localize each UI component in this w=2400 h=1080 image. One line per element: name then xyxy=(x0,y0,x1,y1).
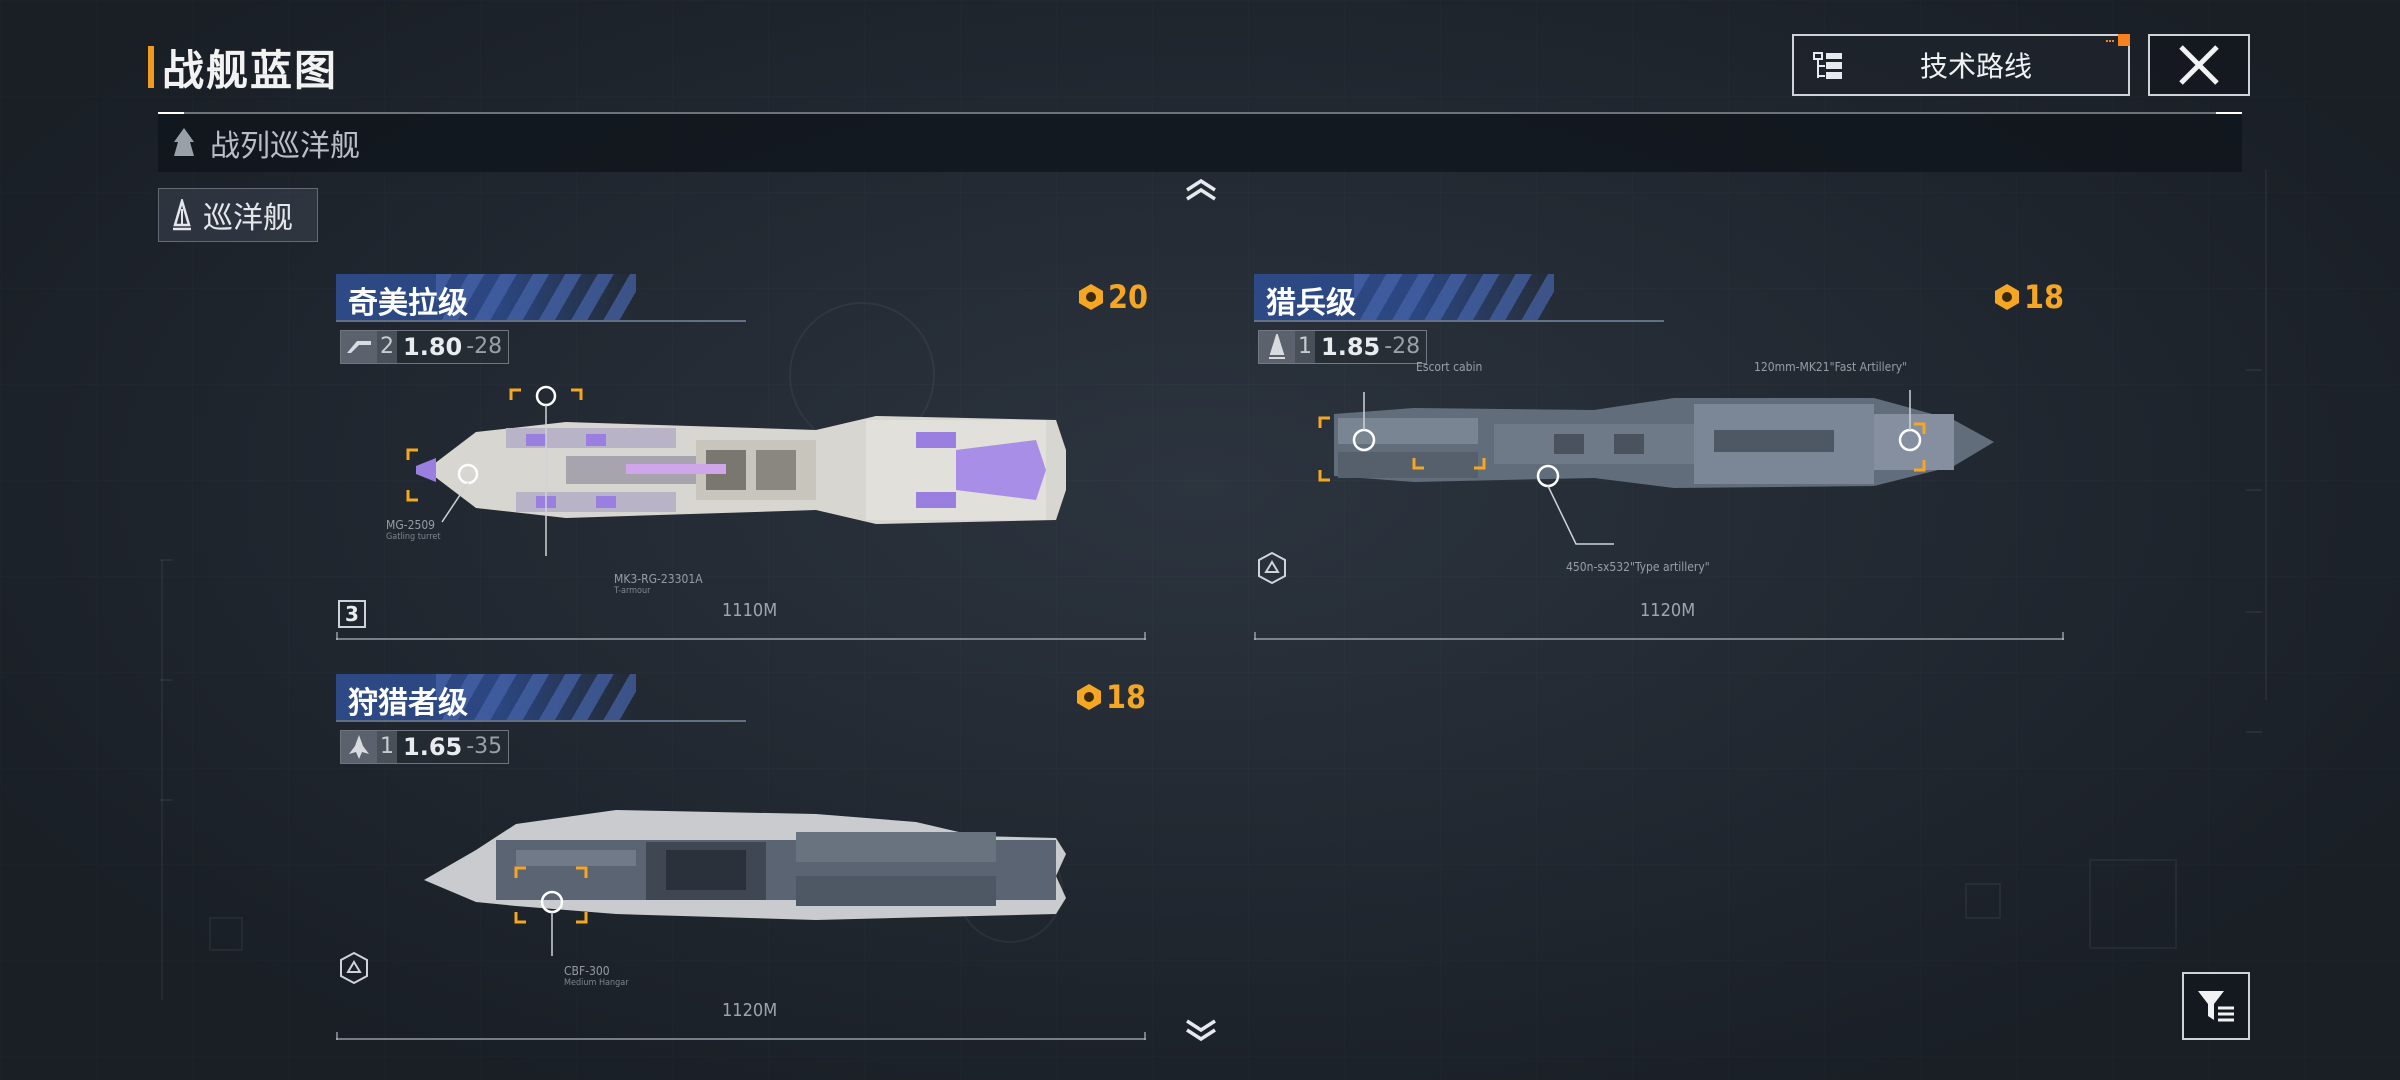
stat-sub: -28 xyxy=(1384,331,1427,363)
cost-value: 18 xyxy=(1105,678,1146,716)
stat-type-icon xyxy=(341,331,377,363)
chevron-down-icon[interactable] xyxy=(1184,1018,1218,1042)
tech-route-button[interactable]: 技术路线 xyxy=(1792,34,2130,96)
ship-model-chasseur xyxy=(1318,390,1994,545)
callout-railgun: MK3-RG-23301A T-armour xyxy=(614,572,703,596)
callout-fast-artillery: 120mm-MK21"Fast Artillery" xyxy=(1754,360,1908,374)
filter-funnel-icon xyxy=(2198,991,2234,1022)
tree-list-icon xyxy=(1813,52,1842,79)
callout-label: CBF-300 xyxy=(564,964,610,978)
callout-sub: Gatling turret xyxy=(386,532,441,542)
battlecruiser-icon xyxy=(174,128,194,156)
callout-escort-cabin: Escort cabin xyxy=(1416,360,1483,374)
name-underline xyxy=(336,320,746,322)
close-button[interactable] xyxy=(2148,34,2250,96)
hexagon-class-icon xyxy=(1258,551,1286,585)
ruler-tick xyxy=(1144,632,1146,640)
ruler-tick xyxy=(1144,1032,1146,1040)
ship-stats: 2 1.80 -28 xyxy=(340,330,510,364)
title-accent-bar xyxy=(148,46,154,88)
ship-name: 狩猎者级 xyxy=(348,686,468,720)
ruler-tick xyxy=(1254,632,1256,640)
ship-card-hunter[interactable]: 狩猎者级 18 1 1.65 -35 xyxy=(336,674,1146,1054)
notification-dot xyxy=(2118,34,2130,46)
chevron-up-icon[interactable] xyxy=(1184,178,1218,202)
subtab-cruiser[interactable]: 巡洋舰 xyxy=(158,188,318,242)
ship-model-chimera xyxy=(406,385,1066,556)
cruiser-icon xyxy=(173,199,191,231)
callout-sub: T-armour xyxy=(614,586,651,596)
callout-hangar: CBF-300 Medium Hangar xyxy=(564,964,629,988)
ship-name: 奇美拉级 xyxy=(348,286,468,320)
ship-name-band: 奇美拉级 xyxy=(336,274,636,320)
ruler-tick xyxy=(2062,632,2064,640)
filter-button[interactable] xyxy=(2182,972,2250,1040)
stat-tier: 1 xyxy=(377,731,397,763)
stat-main: 1.85 xyxy=(1315,331,1385,363)
blueprint-cost-icon xyxy=(1994,284,2019,310)
category-label: 战列巡洋舰 xyxy=(210,129,360,164)
stat-sub: -35 xyxy=(466,731,509,763)
scale-ruler xyxy=(336,638,1146,640)
stat-type-icon xyxy=(341,731,377,763)
close-icon xyxy=(2179,45,2219,85)
ship-name-band: 狩猎者级 xyxy=(336,674,636,720)
page-header: 战舰蓝图 xyxy=(148,44,338,95)
callout-gatling: MG-2509 Gatling turret xyxy=(386,518,441,542)
ship-name-band: 猎兵级 xyxy=(1254,274,1554,320)
hexagon-class-icon xyxy=(340,951,368,985)
ruler-tick xyxy=(336,1032,338,1040)
callout-label: MK3-RG-23301A xyxy=(614,572,703,586)
ship-length: 1120M xyxy=(722,1000,778,1021)
callout-label: MG-2509 xyxy=(386,518,436,532)
stat-main: 1.65 xyxy=(397,731,467,763)
ruler-tick xyxy=(336,632,338,640)
tech-route-label: 技术路线 xyxy=(1919,50,2032,83)
page-title: 战舰蓝图 xyxy=(162,45,339,95)
name-underline xyxy=(336,720,746,722)
scale-ruler xyxy=(336,1038,1146,1040)
cost-value: 18 xyxy=(2023,278,2064,316)
ship-name: 猎兵级 xyxy=(1266,286,1356,320)
class-badge: 3 xyxy=(338,600,366,628)
category-bar[interactable]: 战列巡洋舰 xyxy=(158,112,2242,172)
blueprint-cost-icon xyxy=(1076,684,1101,710)
ship-card-chimera[interactable]: 奇美拉级 20 2 1.80 -28 xyxy=(336,274,1148,654)
notification-dash xyxy=(2106,40,2114,43)
scale-ruler xyxy=(1254,638,2064,640)
stat-main: 1.80 xyxy=(397,331,467,363)
ship-card-chasseur[interactable]: 猎兵级 18 1 1.85 -28 xyxy=(1254,274,2064,654)
stat-sub: -28 xyxy=(466,331,509,363)
blueprint-cost-icon xyxy=(1078,284,1103,310)
name-underline xyxy=(1254,320,1664,322)
subtab-label: 巡洋舰 xyxy=(203,201,293,236)
ship-cost: 18 xyxy=(1992,278,2064,316)
ship-cost: 20 xyxy=(1076,278,1148,316)
ship-length: 1110M xyxy=(722,600,778,621)
stat-type-icon xyxy=(1259,331,1295,363)
ship-stats: 1 1.65 -35 xyxy=(340,730,510,764)
ship-length: 1120M xyxy=(1640,600,1696,621)
stat-tier: 1 xyxy=(1295,331,1315,363)
callout-sub: Medium Hangar xyxy=(564,978,629,988)
callout-type-artillery: 450n-sx532"Type artillery" xyxy=(1566,560,1710,574)
ship-model-hunter xyxy=(424,810,1066,956)
ship-cost: 18 xyxy=(1074,678,1146,716)
stat-tier: 2 xyxy=(377,331,397,363)
ship-stats: 1 1.85 -28 xyxy=(1258,330,1428,364)
cost-value: 20 xyxy=(1107,278,1148,316)
